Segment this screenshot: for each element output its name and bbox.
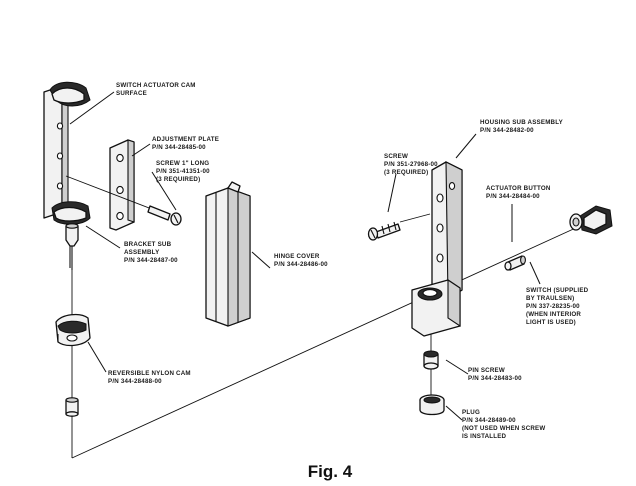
adjustment-plate: [109, 139, 135, 231]
label-actuator-button: ACTUATOR BUTTON P/N 344-28484-00: [486, 185, 552, 200]
switch: [569, 205, 613, 235]
label-switch: SWITCH (SUPPLIED BY TRAULSEN) P/N 337-28…: [526, 287, 590, 326]
label-adjustment-plate: ADJUSTMENT PLATE P/N 344-28485-00: [152, 136, 221, 151]
screw-right: [367, 213, 431, 241]
label-reversible-nylon-cam: REVERSIBLE NYLON CAM P/N 344-28488-00: [108, 370, 193, 385]
screw-1-inch: [65, 175, 182, 226]
hinge-cover: [205, 181, 251, 327]
label-pin-screw: PIN SCREW P/N 344-28483-00: [468, 367, 522, 382]
label-bracket-sub-assembly: BRACKET SUB ASSEMBLY P/N 344-28487-00: [124, 241, 178, 264]
label-housing-sub-assembly: HOUSING SUB ASSEMBLY P/N 344-28482-00: [480, 119, 565, 134]
axis-bushing: [65, 397, 79, 417]
label-hinge-cover: HINGE COVER P/N 344-28486-00: [274, 253, 328, 268]
bracket-sub-assembly: [43, 81, 91, 270]
housing-sub-assembly: [411, 161, 463, 337]
actuator-button: [504, 255, 526, 271]
figure-caption: Fig. 4: [308, 462, 353, 481]
callout-labels: SWITCH ACTUATOR CAM SURFACE ADJUSTMENT P…: [108, 82, 590, 440]
label-plug: PLUG P/N 344-28489-00 (NOT USED WHEN SCR…: [462, 409, 547, 440]
plug: [419, 394, 445, 416]
label-screw-right: SCREW P/N 351-27968-00 (3 REQUIRED): [384, 153, 440, 176]
reversible-nylon-cam: [55, 313, 91, 347]
label-screw-1-inch: SCREW 1" LONG P/N 351-41351-00 (3 REQUIR…: [156, 160, 212, 183]
leader-arrows: [69, 91, 541, 421]
pin-screw: [423, 350, 439, 370]
label-switch-actuator-cam: SWITCH ACTUATOR CAM SURFACE: [116, 82, 198, 97]
